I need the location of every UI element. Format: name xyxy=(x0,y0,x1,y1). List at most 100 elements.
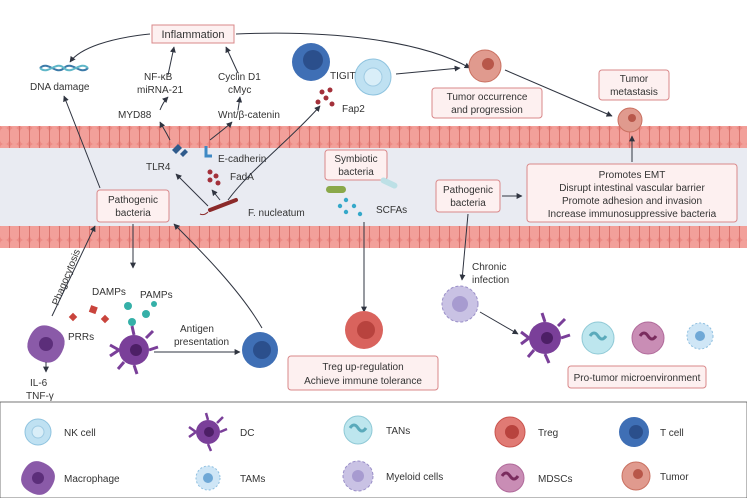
arrow-fnucleatum-fada xyxy=(211,189,221,201)
dc-cell-microenv-icon xyxy=(520,312,571,364)
scfas-dots-icon xyxy=(337,197,363,217)
emt-effects-box: Promotes EMT Disrupt intestinal vascular… xyxy=(526,163,738,223)
t-cell-top-icon xyxy=(292,43,330,81)
legend-tans-label: TANs xyxy=(386,426,410,437)
myd88-label: MYD88 xyxy=(118,110,152,121)
myeloid-cell-chronic-icon xyxy=(441,285,479,323)
pathogenic-bacteria-left-box: Pathogenic bacteria xyxy=(96,189,170,223)
pathogenic-left-line2: bacteria xyxy=(115,208,151,219)
symbiotic-line1: Symbiotic xyxy=(334,154,377,165)
arrow-phagocytosis xyxy=(51,225,96,317)
tumor-metastasis-line1: Tumor xyxy=(620,74,649,85)
treg-box-line1: Treg up-regulation xyxy=(322,362,403,373)
mirna21-label: miRNA-21 xyxy=(137,85,184,96)
symbiotic-bacteria-box: Symbiotic bacteria xyxy=(324,149,388,181)
fap2-label: Fap2 xyxy=(342,104,365,115)
antigen-line2: presentation xyxy=(174,337,229,348)
f-nucleatum-bacterium-icon xyxy=(199,198,238,216)
tumor-metastasis-box: Tumor metastasis xyxy=(598,69,670,101)
arrow-fnucleatum-fap2 xyxy=(227,105,321,201)
tlr4-label: TLR4 xyxy=(146,162,171,173)
damps-shapes-icon xyxy=(68,305,110,324)
legend-tams-icon xyxy=(195,465,221,491)
treg-cell-center-icon xyxy=(345,311,383,349)
treg-box-line2: Achieve immune tolerance xyxy=(304,376,422,387)
membrane-bottom xyxy=(0,226,747,248)
tumor-metastasis-line2: metastasis xyxy=(610,87,658,98)
inflammation-box: Inflammation xyxy=(151,24,235,44)
legend-treg-icon xyxy=(494,416,526,448)
pathogenic-right-line2: bacteria xyxy=(450,198,486,209)
scfas-label: SCFAs xyxy=(376,205,407,216)
pathogenic-left-line1: Pathogenic xyxy=(108,195,158,206)
fada-label: FadA xyxy=(230,172,254,183)
legend-macrophage-label: Macrophage xyxy=(64,474,120,485)
legend-myeloid-icon xyxy=(342,460,374,492)
pathogenic-bacteria-right-box: Pathogenic bacteria xyxy=(435,179,501,213)
mdscs-cell-microenv-icon xyxy=(631,321,665,355)
nk-cell-top-icon xyxy=(354,58,392,96)
cmyc-label: cMyc xyxy=(228,85,251,96)
e-cadherin-icon xyxy=(204,146,212,158)
phagocytosis-label: Phagocytosis xyxy=(51,248,83,307)
arrow-inflammation-tumor xyxy=(235,32,471,69)
legend-t-cell-label: T cell xyxy=(660,428,684,439)
treg-upregulation-box: Treg up-regulation Achieve immune tolera… xyxy=(287,355,439,391)
pathogenic-right-line1: Pathogenic xyxy=(443,185,493,196)
arrow-myeloid-microenvironment xyxy=(479,311,519,335)
emt-line1: Promotes EMT xyxy=(599,170,666,181)
wnt-label: Wnt/β-catenin xyxy=(218,110,280,121)
legend-myeloid-label: Myeloid cells xyxy=(386,472,443,483)
legend-macrophage-icon xyxy=(21,461,55,495)
arrow-fnucleatum-tlr4 xyxy=(175,173,209,207)
dc-cell-left-icon xyxy=(109,325,159,375)
legend-mdscs-label: MDSCs xyxy=(538,474,572,485)
legend-box xyxy=(0,401,747,499)
tumor-metastasis-cell-icon xyxy=(617,107,643,133)
legend-t-cell-icon xyxy=(619,417,649,447)
arrow-tcell-pathogenic xyxy=(173,223,263,329)
legend-tumor-icon xyxy=(621,461,651,491)
arrow-nfkb-inflammation xyxy=(167,46,176,76)
nfkb-label: NF-κB xyxy=(144,72,173,83)
emt-line3: Promote adhesion and invasion xyxy=(562,196,702,207)
legend-tans-icon xyxy=(343,415,373,445)
damps-label: DAMPs xyxy=(92,287,126,298)
pro-tumor-label: Pro-tumor microenvironment xyxy=(574,373,701,384)
dna-damage-label: DNA damage xyxy=(30,82,90,93)
tumor-occurrence-box: Tumor occurrence and progression xyxy=(431,87,543,119)
tumor-cell-top-icon xyxy=(468,49,502,83)
t-cell-left-icon xyxy=(242,332,278,368)
tumor-occurrence-line1: Tumor occurrence xyxy=(447,92,528,103)
symbiotic-bacteria-icon xyxy=(326,177,398,193)
legend-dc-label: DC xyxy=(240,428,254,439)
arrow-ecad-wnt xyxy=(209,121,233,141)
chronic-line1: Chronic xyxy=(472,262,506,273)
arrow-myd88-nfkb xyxy=(159,96,169,111)
arrow-inflammation-dna xyxy=(69,33,151,63)
cyclin-d1-label: Cyclin D1 xyxy=(218,72,261,83)
tams-cell-microenv-icon xyxy=(686,322,714,350)
legend-treg-label: Treg xyxy=(538,428,558,439)
prrs-label: PRRs xyxy=(68,332,94,343)
arrow-cyclin-inflammation xyxy=(225,46,239,74)
chronic-line2: infection xyxy=(472,275,509,286)
emt-line4: Increase immunosuppressive bacteria xyxy=(548,209,717,220)
legend-tumor-label: Tumor xyxy=(660,472,689,483)
fada-dots-icon xyxy=(207,169,221,186)
tlr4-receptor-icon xyxy=(172,144,188,157)
dna-helix-icon xyxy=(39,64,89,72)
il6-label: IL-6 xyxy=(30,378,48,389)
arrow-tlr4-myd88 xyxy=(159,121,171,141)
tans-cell-microenv-icon xyxy=(581,321,615,355)
legend-tams-label: TAMs xyxy=(240,474,265,485)
f-nucleatum-label: F. nucleatum xyxy=(248,208,305,219)
arrow-nk-tumor xyxy=(395,65,461,75)
arrow-tumor-metastasis xyxy=(504,69,613,117)
pamps-shapes-icon xyxy=(124,301,157,326)
tigit-label: TIGIT xyxy=(330,71,356,82)
emt-line2: Disrupt intestinal vascular barrier xyxy=(559,183,705,194)
inflammation-label: Inflammation xyxy=(162,29,225,41)
